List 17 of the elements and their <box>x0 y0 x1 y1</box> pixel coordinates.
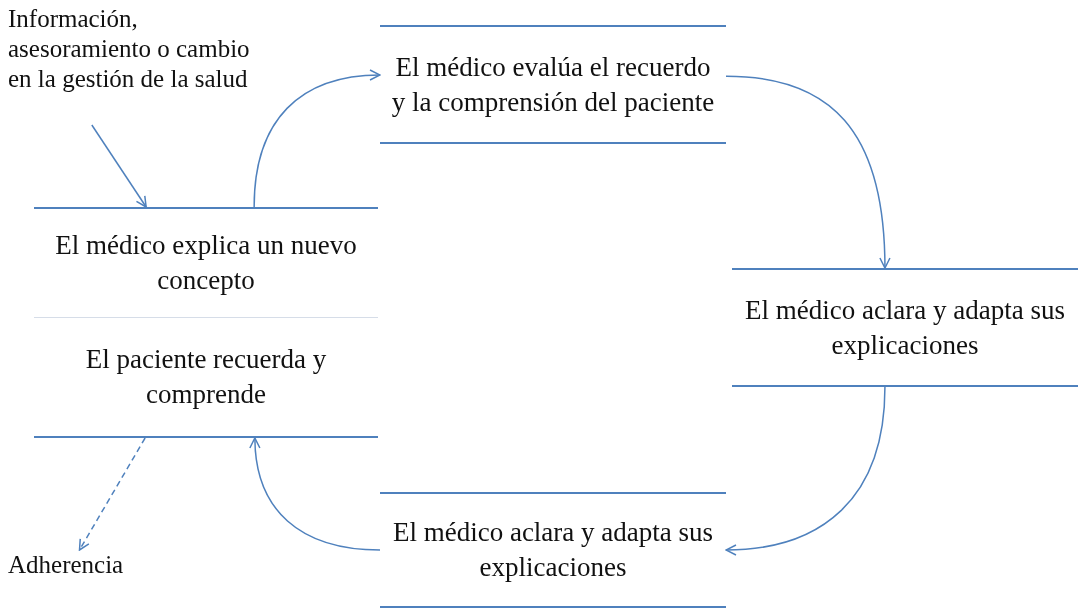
process-band <box>34 207 378 318</box>
arrow <box>725 386 886 556</box>
arrow <box>91 124 147 208</box>
arrow <box>249 437 381 551</box>
arrow <box>253 69 381 208</box>
note-text: Información, asesoramiento o cambio en la gestión de la salud <box>8 4 251 94</box>
step-text: El paciente recuerda y comprende <box>84 343 328 411</box>
process-band <box>380 25 726 144</box>
step-text: El médico aclara y adapta sus explicaciones <box>743 293 1067 362</box>
step-text: El médico aclara y adapta sus explicaciones <box>391 516 715 584</box>
process-band <box>380 492 726 608</box>
step-text: El médico evalúa el recuerdo y la comprensión del paciente <box>390 50 716 119</box>
step-text: El médico explica un nuevo concepto <box>54 229 358 297</box>
process-band <box>732 268 1078 387</box>
note-text: Adherencia <box>8 550 124 580</box>
arrow <box>725 75 891 269</box>
arrow <box>78 437 146 551</box>
